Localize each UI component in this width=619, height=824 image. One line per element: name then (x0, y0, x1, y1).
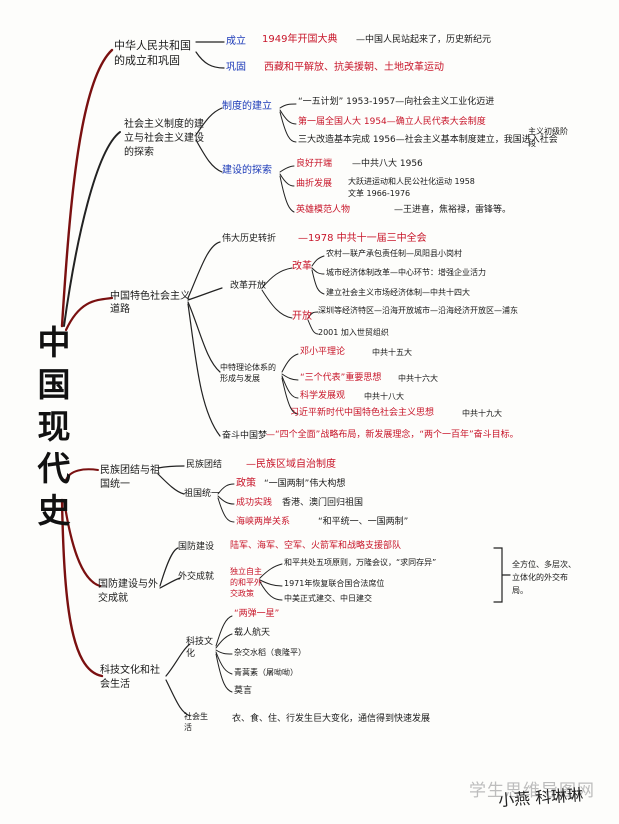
node-socialism-establish: 社会主义制度的建立与社会主义建设的探索 (124, 119, 204, 158)
label-establish: 成立 (226, 36, 246, 47)
label-historic-turn: 伟大历史转折 (222, 234, 277, 244)
text-mistakes: 曲折发展 (296, 179, 333, 189)
text-correct-direction: 良好开端 (296, 159, 333, 169)
text-third-plenum: —1978 中共十一届三中全会 (298, 233, 427, 244)
text-deng-theory: 邓小平理论 (300, 347, 346, 357)
text-heroes: 英雄模范人物 (296, 205, 351, 215)
trunk-3 (64, 296, 114, 332)
text-policy: 政策 (236, 478, 256, 489)
text-space: 载人航天 (234, 628, 271, 638)
text-first-npc: 第一届全国人大 1954—确立人民代表大会制度 (298, 117, 486, 127)
trunk-6 (60, 498, 104, 678)
text-five-year-plan: “一五计划” 1953-1957—向社会主义工业化迈进 (298, 97, 495, 107)
node-defense-diplomacy: 国防建设与外交成就 (98, 579, 158, 604)
text-artemisinin: 青蒿素（屠呦呦） (234, 668, 298, 677)
watermark: 学生思维导图网 (469, 781, 595, 801)
text-1949: 1949年开国大典 (262, 34, 338, 45)
label-diplomacy: 外交成就 (178, 572, 215, 582)
node-ethnic-unity: 民族团结与祖国统一 (100, 465, 160, 490)
label-system-establish: 制度的建立 (222, 101, 272, 112)
node-culture-life: 科技文化和社会生活 (100, 665, 160, 690)
label-exploration: 建设的探索 (222, 165, 272, 176)
text-independent: 独立自主的和平外交政策 (230, 567, 262, 598)
text-omnidirectional: 全方位、多层次、立体化的外交布局。 (512, 560, 576, 595)
text-market-economy: 建立社会主义市场经济体制—中共十四大 (326, 288, 470, 297)
text-strait: 海峡两岸关系 (236, 517, 291, 527)
trunk-1 (60, 48, 114, 328)
node-founding: 中华人民共和国的成立和巩固 (114, 39, 191, 67)
text-urban-reform: 城市经济体制改革—中心环节：增强企业活力 (326, 268, 486, 277)
text-scientific-dev: 科学发展观 (300, 391, 346, 401)
label-social-life: 社会生活 (184, 712, 208, 732)
text-hero-names: —王进喜，焦裕禄，雷锋等。 (394, 205, 512, 215)
text-five-principles: 和平共处五项原则，万隆会议，“求同存异” (284, 558, 437, 567)
text-success: 成功实践 (236, 498, 273, 508)
text-tibet-etc: 西藏和平解放、抗美援朝、土地改革运动 (264, 62, 444, 73)
text-un-seat: 1971年恢复联合国合法席位 (284, 579, 385, 588)
text-four-comprehensives: —“四个全面”战略布局，新发展理念，“两个一百年”奋斗目标。 (266, 430, 519, 440)
text-primary-stage: 主义初级阶 (528, 127, 568, 136)
text-16th: 中共十六大 (398, 374, 438, 383)
label-theory: 中特理论体系的形成与发展 (220, 363, 276, 383)
trunk-2 (63, 131, 121, 327)
text-us-relations: 中美正式建交、中日建交 (284, 594, 372, 603)
text-people-stand-up: —中国人民站起来了，历史新纪元 (356, 35, 492, 45)
text-xi-thought: 习近平新时代中国特色社会主义思想 (290, 408, 435, 418)
text-rural-reform: 农村—联产承包责任制—凤阳县小岗村 (326, 249, 462, 258)
text-one-country: “一国两制”伟大构想 (264, 479, 346, 489)
node-chinese-characteristics: 中国特色社会主义道路 (110, 291, 190, 315)
label-china-dream: 奋斗中国梦 (222, 431, 268, 441)
text-others: 莫言 (234, 686, 253, 696)
label-science: 科技文化 (186, 637, 214, 659)
text-eighth-congress: —中共八大 1956 (352, 159, 423, 169)
text-primary-stage-2: 段 (528, 139, 536, 148)
label-defense: 国防建设 (178, 542, 215, 552)
text-daily-life: 衣、食、住、行发生巨大变化，通信得到快速发展 (232, 714, 431, 724)
right-bracket (493, 547, 511, 603)
text-two-bombs: “两弹一星” (234, 609, 280, 619)
label-opening: 开放 (292, 311, 312, 322)
map-title: 中国现代史 (37, 323, 71, 530)
text-great-leap: 大跃进运动和人民公社化运动 1958 (348, 177, 475, 186)
label-consolidate: 巩固 (226, 62, 246, 73)
text-three-represents: “三个代表”重要思想 (300, 373, 382, 383)
text-hybrid-rice: 杂交水稻（袁隆平） (234, 648, 306, 657)
label-reunification: 祖国统一 (184, 489, 221, 499)
trunk-5 (62, 498, 102, 588)
text-hk-macau: 香港、澳门回归祖国 (282, 498, 364, 508)
text-19th: 中共十九大 (462, 409, 502, 418)
text-three-transformations: 三大改造基本完成 1956—社会主义基本制度建立，我国进入社会 (298, 135, 558, 145)
label-reform: 改革 (292, 261, 312, 272)
text-17th: 中共十八大 (364, 392, 404, 401)
text-regional-autonomy: —民族区域自治制度 (246, 459, 336, 470)
text-wto: 2001 加入世贸组织 (318, 328, 389, 337)
label-ethnic-unity: 民族团结 (186, 460, 223, 470)
label-reform-opening: 改革开放 (230, 281, 267, 291)
trunk-4 (65, 468, 99, 481)
text-peaceful: “和平统一、一国两制” (318, 517, 409, 527)
text-culture-revolution: 文革 1966-1976 (348, 189, 411, 198)
text-armed-forces: 陆军、海军、空军、火箭军和战略支援部队 (230, 541, 402, 551)
text-open-zones: 深圳等经济特区—沿海开放城市—沿海经济开放区—浦东 (318, 306, 518, 315)
text-15th: 中共十五大 (372, 348, 412, 357)
